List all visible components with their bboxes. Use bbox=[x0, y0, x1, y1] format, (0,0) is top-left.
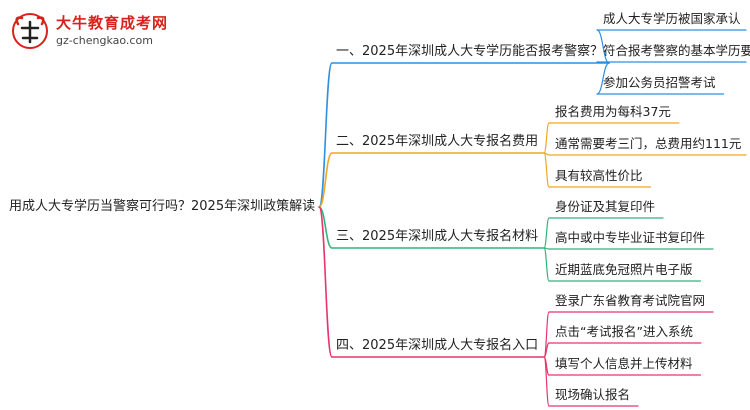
branch-4-connector bbox=[318, 206, 333, 358]
site-logo[interactable]: 大牛教育成考网 gz-chengkao.com bbox=[6, 8, 206, 54]
branch-4-topic: 四、2025年深圳成人大专报名入口 bbox=[336, 338, 539, 353]
branch-2-leaf-1-connector bbox=[543, 122, 550, 154]
branch-4-leaf-4: 现场确认报名 bbox=[555, 387, 631, 402]
branch-1-leaf-3: 参加公务员招警考试 bbox=[603, 75, 716, 90]
branch-3-leaf-2: 高中或中专毕业证书复印件 bbox=[555, 230, 706, 245]
branch-1-topic: 一、2025年深圳成人大专学历能否报考警察？ bbox=[336, 44, 604, 59]
branch-4-leaf-4-connector bbox=[543, 356, 550, 407]
branch-1-leaf-2: 符合报考警察的基本学历要求 bbox=[603, 43, 750, 58]
branch-4-leaf-1: 登录广东省教育考试院官网 bbox=[555, 293, 706, 308]
branch-4-leaf-2-connector bbox=[543, 342, 550, 358]
branch-2-topic: 二、2025年深圳成人大专报名费用 bbox=[336, 134, 539, 149]
branch-4-leaf-3: 填写个人信息并上传材料 bbox=[555, 356, 693, 371]
bull-logo-icon bbox=[12, 13, 48, 49]
branch-1-leaf-3-connector bbox=[596, 62, 610, 95]
logo-url: gz-chengkao.com bbox=[56, 34, 153, 47]
branch-2-connector bbox=[318, 152, 333, 208]
logo-title: 大牛教育成考网 bbox=[56, 14, 169, 32]
branch-2-leaf-3: 具有较高性价比 bbox=[555, 168, 643, 183]
branch-3-leaf-1: 身份证及其复印件 bbox=[555, 199, 656, 214]
branch-3-topic: 三、2025年深圳成人大专报名材料 bbox=[336, 229, 539, 244]
branch-1-leaf-1: 成人大专学历被国家承认 bbox=[603, 11, 741, 26]
branch-1-connector bbox=[318, 62, 333, 208]
branch-4-leaf-2: 点击“考试报名”进入系统 bbox=[555, 324, 693, 339]
branch-3-leaf-3-connector bbox=[543, 247, 550, 282]
branch-3-leaf-1-connector bbox=[543, 217, 550, 249]
branch-3-leaf-3: 近期蓝底免冠照片电子版 bbox=[555, 262, 693, 277]
branch-2-leaf-1: 报名费用为每科37元 bbox=[555, 104, 671, 119]
root-topic: 用成人大专学历当警察可行吗？2025年深圳政策解读 bbox=[9, 199, 316, 214]
branch-2-leaf-2: 通常需要考三门，总费用约111元 bbox=[555, 136, 742, 151]
branch-2-leaf-3-connector bbox=[543, 152, 550, 188]
